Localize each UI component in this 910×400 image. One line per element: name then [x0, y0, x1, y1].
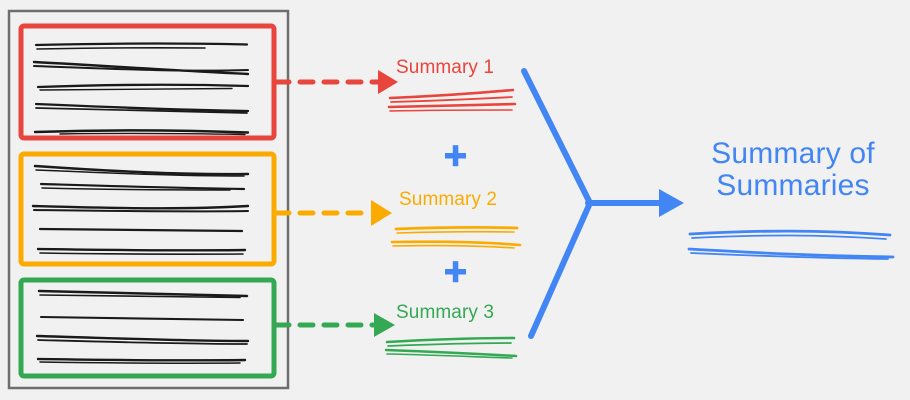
result-label-line-2: Summaries	[716, 168, 870, 202]
dashed-arrow-green[interactable]	[273, 313, 395, 337]
arrowhead-yellow	[371, 200, 392, 226]
summary-2-lines	[390, 225, 522, 249]
chunk-box-green[interactable]	[18, 277, 277, 379]
chunk-3-border	[18, 277, 277, 379]
chunk-1-text-lines	[32, 42, 250, 136]
result-lines	[687, 229, 895, 260]
chunk-2-text-lines	[31, 164, 250, 255]
merge-arrow[interactable]	[521, 68, 684, 339]
source-document-container	[7, 9, 290, 390]
summary-1-label: Summary 1	[396, 57, 495, 78]
chunk-box-yellow[interactable]	[18, 151, 277, 267]
document-outline	[7, 9, 290, 390]
plus-icon-2	[445, 261, 466, 283]
merge-branch-top	[521, 68, 593, 206]
dashed-arrow-red[interactable]	[273, 70, 398, 94]
merge-branch-bottom	[528, 200, 593, 339]
chunk-3-text-lines	[35, 289, 250, 364]
dashed-arrow-yellow[interactable]	[273, 200, 392, 226]
arrowhead-red	[378, 70, 398, 94]
plus-icon-1	[445, 145, 466, 167]
summary-3-lines	[384, 336, 518, 359]
summary-3-label: Summary 3	[396, 302, 495, 323]
arrowhead-green	[374, 313, 395, 337]
chunk-2-border	[18, 151, 277, 267]
result-label: Summary of Summaries	[698, 138, 888, 201]
arrowhead-blue	[659, 189, 684, 217]
result-label-line-1: Summary of	[711, 137, 875, 170]
summary-1-lines	[387, 88, 517, 112]
summary-2-label: Summary 2	[399, 189, 498, 210]
chunk-box-red[interactable]	[18, 23, 277, 141]
